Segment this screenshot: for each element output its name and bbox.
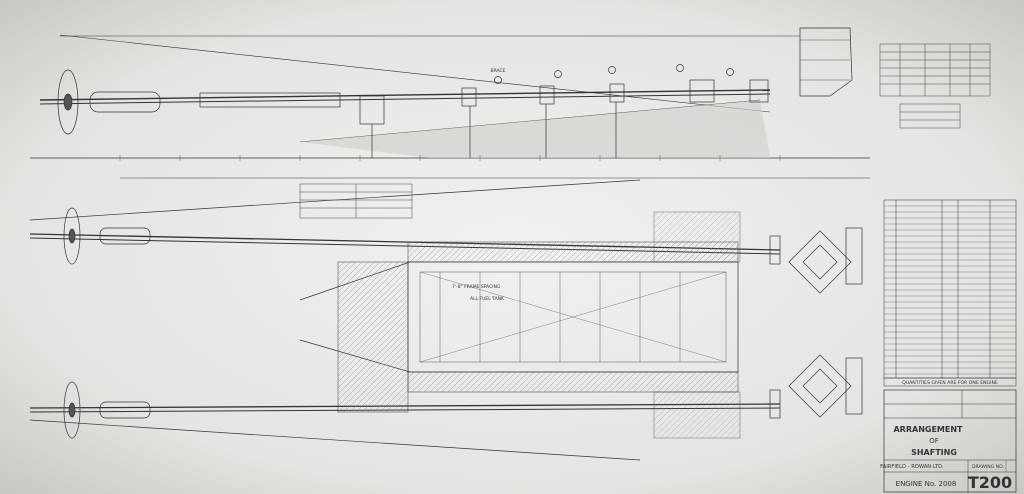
engine-number: ENGINE No. 2008 <box>896 480 957 488</box>
elevation-table <box>879 43 991 129</box>
quantities-note: QUANTITIES GIVEN ARE FOR ONE ENGINE <box>902 380 998 386</box>
plan-info-table <box>299 183 413 219</box>
drawing-number: T200 <box>968 473 1012 492</box>
drawing-number-label: DRAWING NO. <box>972 464 1004 470</box>
title-line-2: OF <box>929 437 939 445</box>
title-block: ARRANGEMENT OF SHAFTING FAIRFIELD - ROWA… <box>880 389 1017 493</box>
title-line-3: SHAFTING <box>911 448 957 457</box>
maker-name: FAIRFIELD - ROWAN LTD. <box>880 464 944 470</box>
brace-label: BRACE <box>490 68 505 74</box>
frame-spacing-label: 7'-8" FRAME SPACING <box>452 284 501 290</box>
elevation-view <box>30 27 870 179</box>
plan-view <box>29 179 863 461</box>
title-line-1: ARRANGEMENT <box>893 425 963 434</box>
parts-list-table <box>883 199 1017 387</box>
fuel-tank-label: ALL FUEL TANK <box>470 296 505 302</box>
